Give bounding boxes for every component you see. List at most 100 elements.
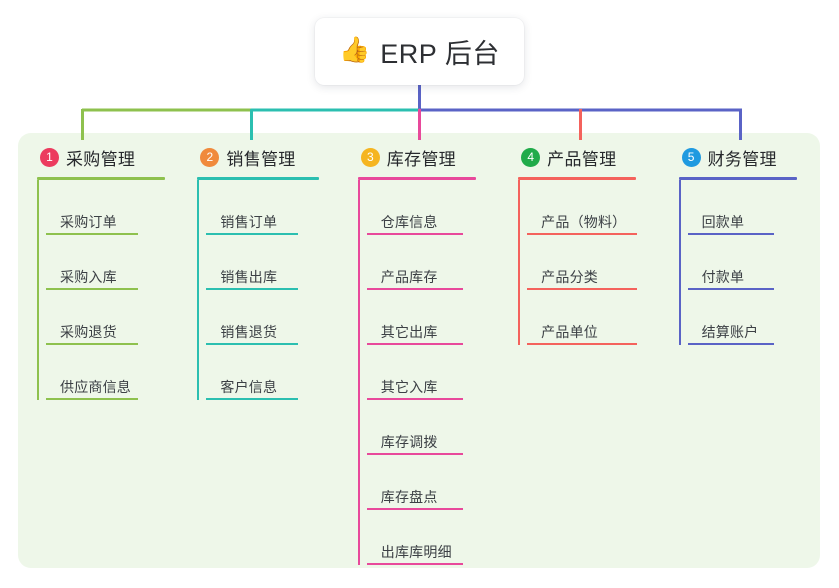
branch-item-label: 客户信息: [220, 379, 278, 395]
branch-item[interactable]: 供应商信息: [46, 345, 178, 400]
branch-item[interactable]: 销售出库: [206, 235, 338, 290]
branch-item-rule: [366, 233, 463, 235]
branch-header-rule: [678, 177, 797, 180]
branch-item-list: 采购订单采购入库采购退货供应商信息: [37, 180, 178, 400]
branch-spine: [678, 180, 681, 345]
branch-item-rule: [206, 288, 299, 290]
branch-header-2[interactable]: 2 销售管理: [197, 143, 338, 171]
branch-item-rule: [46, 233, 138, 235]
branch-item-rule: [46, 398, 138, 400]
branch-item-rule: [366, 343, 463, 345]
branches-panel: [18, 133, 820, 568]
branch-item-rule: [366, 508, 463, 510]
branch-spine: [518, 180, 521, 345]
branch-item-label: 产品（物料）: [541, 214, 627, 230]
branch-item[interactable]: 库存盘点: [366, 455, 499, 510]
branch-column-5: 5 财务管理回款单付款单结算账户: [660, 133, 820, 568]
branch-item-rule: [687, 288, 774, 290]
branch-number-badge: 5: [681, 147, 701, 167]
branch-item[interactable]: 采购入库: [46, 235, 178, 290]
branch-title: 产品管理: [547, 149, 617, 169]
branch-item[interactable]: 出库库明细: [366, 510, 499, 565]
branch-item[interactable]: 仓库信息: [366, 180, 499, 235]
branch-header-5[interactable]: 5 财务管理: [679, 143, 820, 171]
branch-item[interactable]: 回款单: [687, 180, 820, 235]
branch-item-label: 其它入库: [380, 379, 438, 395]
branch-item-label: 产品单位: [541, 324, 598, 340]
branch-header-rule: [518, 177, 637, 180]
branch-item-label: 供应商信息: [60, 379, 131, 395]
branch-item[interactable]: 产品分类: [527, 235, 659, 290]
branch-columns: 1 采购管理采购订单采购入库采购退货供应商信息 2 销售管理销售订单销售出库销售退货客…: [18, 133, 820, 568]
branch-item-rule: [366, 288, 463, 290]
branch-number-badge: 4: [521, 147, 541, 167]
branch-column-3: 3 库存管理仓库信息产品库存其它出库其它入库库存调拨库存盘点出库库明细: [339, 133, 499, 568]
branch-item-rule: [206, 398, 299, 400]
branch-header-3[interactable]: 3 库存管理: [358, 143, 499, 171]
branch-item-rule: [527, 343, 638, 345]
branch-item-list: 产品（物料） 产品分类产品单位: [518, 180, 659, 345]
branch-item-label: 结算账户: [701, 324, 759, 340]
branch-header-rule: [197, 177, 320, 180]
branch-item-label: 销售出库: [220, 269, 278, 285]
branch-item[interactable]: 其它入库: [366, 345, 499, 400]
branch-item-label: 出库库明细: [380, 544, 452, 560]
branch-item-label: 其它出库: [380, 324, 438, 340]
branch-item[interactable]: 产品库存: [366, 235, 499, 290]
branch-item-label: 采购退货: [60, 324, 117, 340]
branch-item-rule: [46, 343, 138, 345]
branch-item-label: 仓库信息: [380, 214, 438, 230]
branch-item-rule: [366, 453, 463, 455]
branch-item-label: 付款单: [701, 269, 745, 285]
branch-item-rule: [206, 233, 299, 235]
branch-item-label: 销售退货: [220, 324, 278, 340]
branch-item-rule: [46, 288, 138, 290]
branch-item[interactable]: 客户信息: [206, 345, 338, 400]
branch-item[interactable]: 库存调拨: [366, 400, 499, 455]
branch-item-label: 产品库存: [380, 269, 438, 285]
branch-item[interactable]: 采购退货: [46, 290, 178, 345]
branch-item-label: 库存盘点: [380, 489, 438, 505]
branch-item-label: 回款单: [701, 214, 745, 230]
branch-item-label: 销售订单: [220, 214, 278, 230]
branch-number-badge: 2: [200, 147, 220, 167]
branch-number-badge: 1: [40, 147, 59, 167]
page-title: ERP 后台: [380, 39, 500, 69]
branch-item-rule: [206, 343, 299, 345]
branch-item[interactable]: 结算账户: [687, 290, 820, 345]
branch-spine: [37, 180, 39, 400]
branch-item[interactable]: 产品（物料）: [527, 180, 659, 235]
branch-header-rule: [357, 177, 476, 180]
branch-item-rule: [687, 233, 774, 235]
branch-header-4[interactable]: 4 产品管理: [518, 143, 659, 171]
branch-title: 采购管理: [66, 149, 136, 169]
branch-item-label: 库存调拨: [380, 434, 438, 450]
branch-title: 库存管理: [386, 149, 456, 169]
branch-item[interactable]: 销售订单: [206, 180, 338, 235]
root-node[interactable]: 👍 ERP 后台: [315, 18, 524, 85]
branch-item-label: 产品分类: [541, 269, 598, 285]
branch-item-rule: [366, 398, 463, 400]
branch-item-list: 仓库信息产品库存其它出库其它入库库存调拨库存盘点出库库明细: [357, 180, 499, 565]
branch-item-rule: [527, 288, 638, 290]
branch-header-1[interactable]: 1 采购管理: [37, 143, 178, 171]
thumbs-up-icon: 👍: [339, 36, 371, 64]
branch-title: 财务管理: [707, 149, 777, 169]
branch-item-rule: [366, 563, 463, 565]
branch-item[interactable]: 采购订单: [46, 180, 178, 235]
branch-item-rule: [687, 343, 774, 345]
branch-item[interactable]: 产品单位: [527, 290, 659, 345]
branch-item-list: 回款单付款单结算账户: [678, 180, 820, 345]
branch-item-rule: [527, 233, 638, 235]
branch-item-label: 采购入库: [60, 269, 117, 285]
branch-column-2: 2 销售管理销售订单销售出库销售退货客户信息: [178, 133, 338, 568]
branch-title: 销售管理: [226, 149, 296, 169]
branch-number-badge: 3: [360, 147, 380, 167]
branch-item[interactable]: 销售退货: [206, 290, 338, 345]
branch-header-rule: [37, 177, 165, 180]
branch-item-label: 采购订单: [60, 214, 117, 230]
branch-item[interactable]: 付款单: [687, 235, 820, 290]
branch-item[interactable]: 其它出库: [366, 290, 499, 345]
branch-spine: [197, 180, 200, 400]
